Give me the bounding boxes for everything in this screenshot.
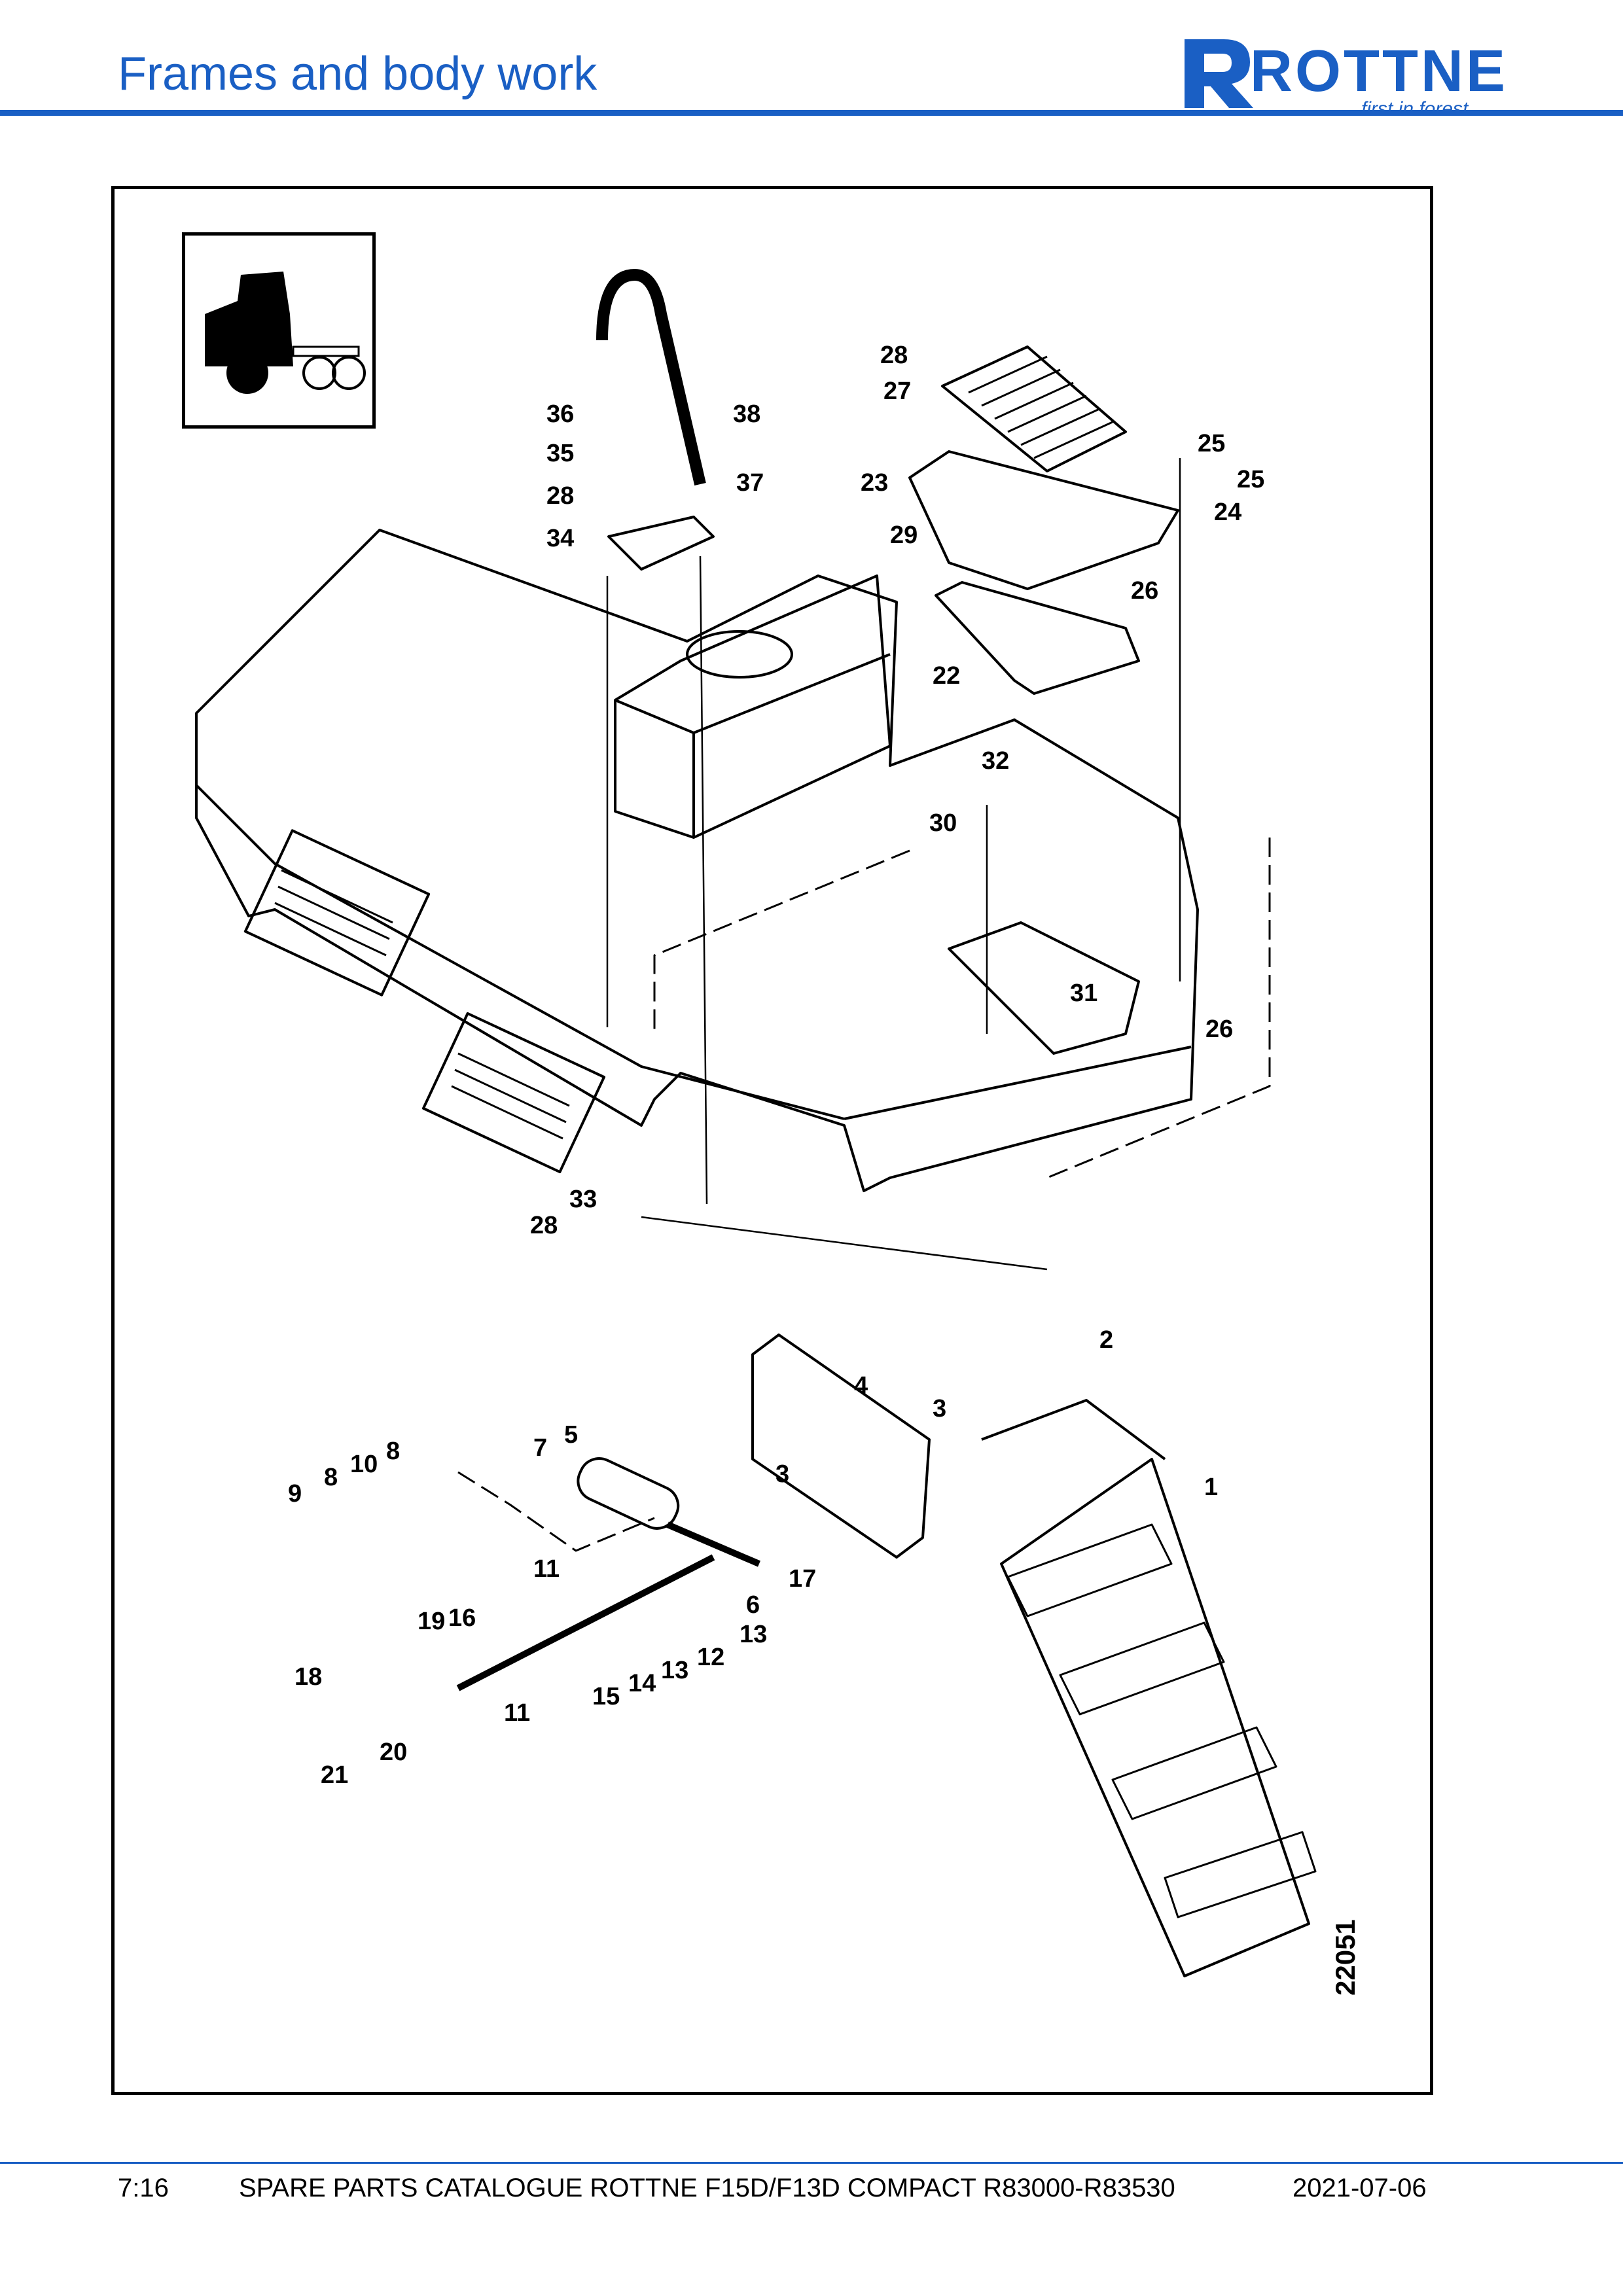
callout: 8: [324, 1464, 338, 1491]
callout: 37: [736, 469, 764, 497]
callout: 10: [350, 1451, 378, 1478]
callout: 32: [982, 747, 1009, 775]
callout: 6: [746, 1591, 760, 1619]
callout: 28: [530, 1212, 558, 1239]
callout: 36: [546, 400, 574, 428]
callout: 23: [861, 469, 888, 497]
header-divider: [0, 110, 1623, 116]
callout: 14: [628, 1670, 656, 1697]
callout: 8: [386, 1438, 400, 1465]
exploded-parts-drawing: 1 2 3 3 4 5 6 7 8 8 9 10 11 11 12 13 13 …: [195, 269, 1361, 1996]
callout: 13: [740, 1621, 767, 1648]
drawing-frame: [111, 186, 1433, 2095]
logo-wordmark: ROTTNE: [1250, 39, 1508, 104]
callout: 26: [1205, 1016, 1233, 1043]
callout: 33: [569, 1186, 597, 1213]
callout: 16: [448, 1604, 476, 1632]
callout: 21: [321, 1761, 348, 1789]
callout: 19: [418, 1608, 445, 1635]
access-ladder: [1000, 1458, 1310, 1977]
callout: 13: [661, 1657, 688, 1684]
callout: 25: [1237, 466, 1264, 493]
callout: 34: [546, 525, 574, 552]
callout: 1: [1204, 1474, 1218, 1501]
callout: 25: [1198, 430, 1225, 457]
callout: 28: [546, 482, 574, 510]
machine-silhouette-icon: [205, 272, 366, 394]
callout: 11: [504, 1699, 530, 1727]
catalogue-title: SPARE PARTS CATALOGUE ROTTNE F15D/F13D C…: [239, 2174, 1175, 2202]
drawing-reference-number: 22051: [1330, 1919, 1361, 1996]
rottne-r-mark-icon: [1185, 39, 1253, 108]
callout: 22: [933, 662, 960, 690]
callout: 31: [1070, 980, 1097, 1007]
callout: 35: [546, 440, 574, 467]
callout: 3: [776, 1460, 789, 1488]
callout: 20: [380, 1739, 407, 1766]
callout: 12: [697, 1644, 724, 1671]
logo-tagline: first in forest: [1361, 98, 1469, 120]
step-mat: [941, 345, 1127, 472]
callout: 5: [564, 1421, 578, 1449]
callout: 18: [294, 1663, 322, 1691]
page-number: 7:16: [118, 2174, 169, 2202]
grab-handle: [596, 269, 706, 486]
callout: 9: [288, 1480, 302, 1508]
brand-logo: ROTTNE first in forest: [1171, 33, 1512, 120]
callout: 3: [933, 1395, 946, 1422]
callout: 2: [1099, 1326, 1113, 1354]
publication-date: 2021-07-06: [1293, 2174, 1427, 2202]
callout: 28: [880, 342, 908, 369]
callout: 29: [890, 521, 918, 549]
callout: 24: [1214, 499, 1241, 526]
callout: 30: [929, 809, 957, 837]
callout: 17: [789, 1565, 816, 1593]
callout: 11: [533, 1555, 560, 1583]
footer-divider: [0, 2162, 1623, 2164]
callout: 27: [883, 378, 911, 405]
frame-body: [195, 529, 1199, 1192]
callout: 7: [533, 1434, 547, 1462]
callout: 26: [1131, 577, 1158, 605]
callout: 38: [733, 400, 760, 428]
callout: 4: [854, 1372, 868, 1400]
page-title: Frames and body work: [118, 48, 597, 100]
machine-location-thumbnail: [182, 232, 376, 429]
callout: 15: [592, 1683, 620, 1710]
callout-labels: 1 2 3 3 4 5 6 7 8 8 9 10 11 11 12 13 13 …: [288, 342, 1264, 1789]
